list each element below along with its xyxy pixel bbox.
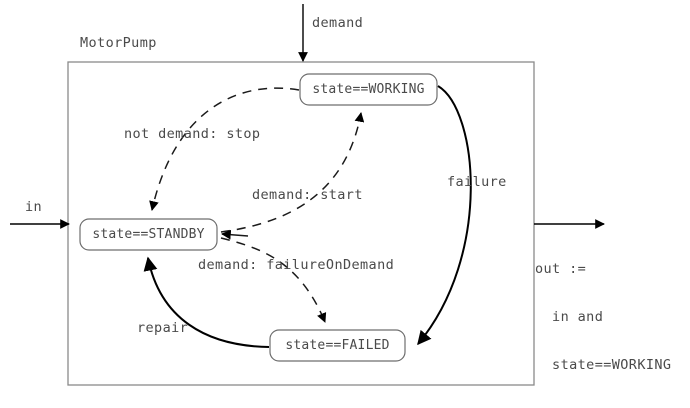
state-label-working: state==WORKING [312, 82, 425, 97]
transition-failure-on-demand-arrow [220, 237, 327, 323]
transition-label-stop: not demand: stop [124, 126, 261, 142]
transition-label-failure: failure [447, 174, 507, 190]
port-label-out-line-2: in and [535, 309, 604, 325]
transition-stop-arrow [149, 87, 300, 211]
transition-label-failure-on-demand: demand: failureOnDemand [198, 257, 395, 273]
transition-start-arrow [220, 112, 365, 233]
state-label-standby: state==STANDBY [92, 227, 205, 242]
port-label-out-line-1: out := [535, 261, 587, 277]
state-box-failed[interactable] [269, 329, 406, 362]
transition-failure-arrow [417, 85, 472, 346]
transition-repair-arrow [143, 256, 270, 348]
port-label-in: in [25, 199, 43, 215]
state-box-working[interactable] [299, 73, 438, 106]
transition-label-repair: repair [137, 320, 189, 336]
port-label-out-line-3: state==WORKING [535, 357, 672, 373]
container-title: MotorPump [80, 35, 157, 51]
port-label-demand: demand [312, 15, 364, 31]
transition-standby-inbound-arrow [221, 229, 249, 240]
state-label-failed: state==FAILED [285, 338, 390, 353]
port-label-out: out := in and state==WORKING [535, 229, 671, 405]
state-box-standby[interactable] [79, 218, 218, 251]
transition-label-start: demand: start [252, 187, 363, 203]
